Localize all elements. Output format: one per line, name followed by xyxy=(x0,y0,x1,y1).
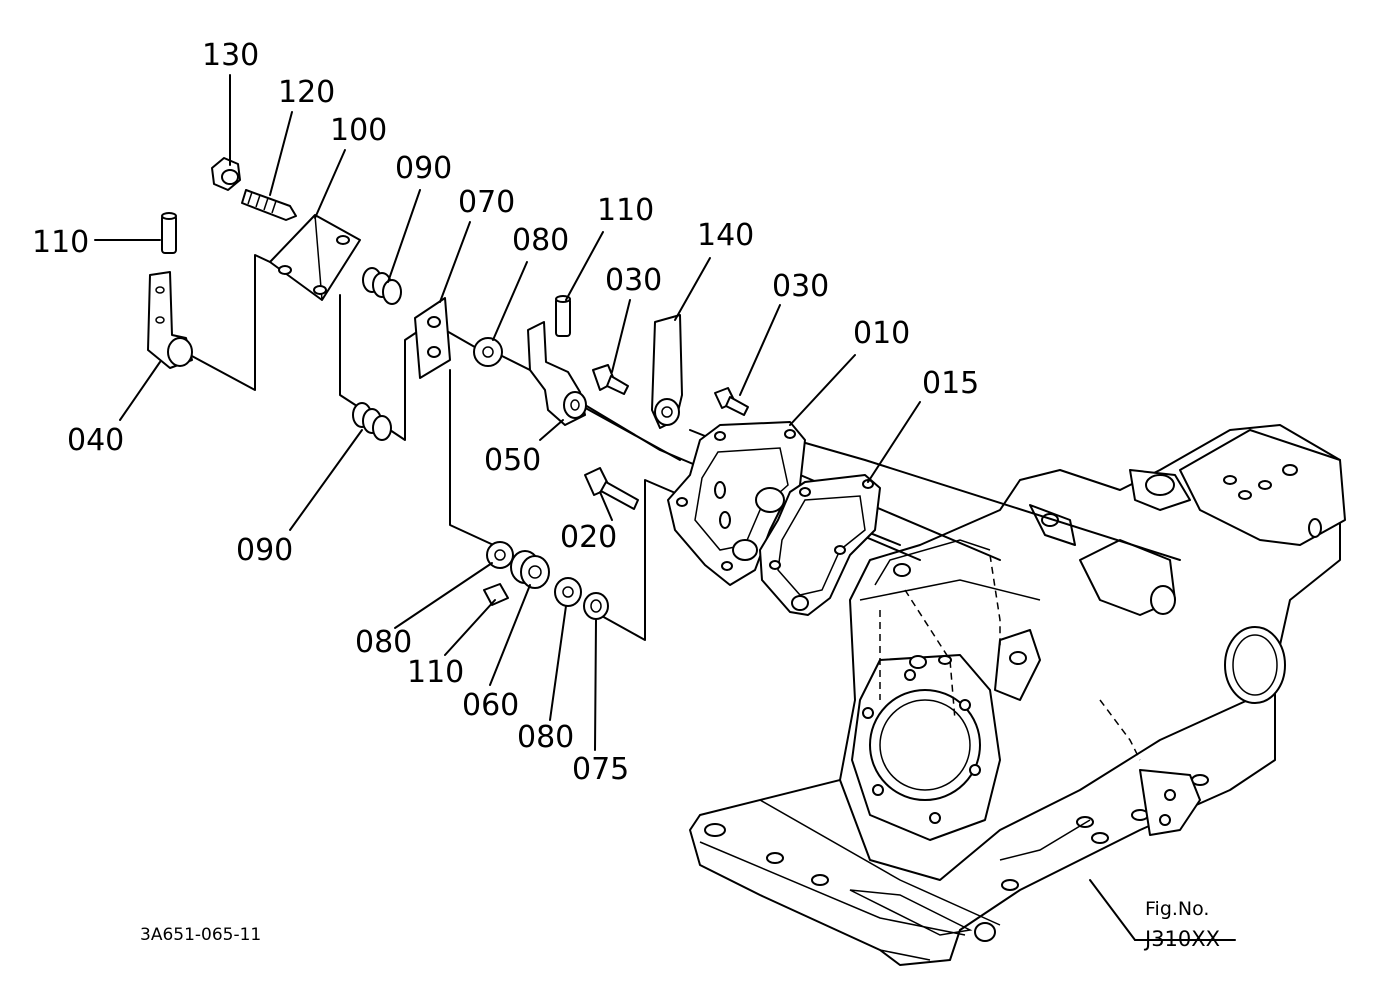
callout-110-top: 110 xyxy=(597,193,654,228)
callout-110-bottom: 110 xyxy=(407,655,464,690)
callout-040: 040 xyxy=(67,423,124,458)
callout-010: 010 xyxy=(853,316,910,351)
part-110-pin-left xyxy=(161,212,177,254)
part-015-gasket xyxy=(759,474,881,616)
transmission-housing xyxy=(689,424,1346,966)
callout-090-bottom: 090 xyxy=(236,533,293,568)
part-030-bolt-b xyxy=(714,387,749,416)
part-140-plate xyxy=(651,314,683,429)
part-070-plate xyxy=(414,297,451,379)
callout-030-b: 030 xyxy=(772,269,829,304)
callout-130: 130 xyxy=(202,38,259,73)
callout-labels: 130 120 100 090 070 110 140 080 110 030 … xyxy=(32,38,979,787)
drawing-code: 3A651-065-11 xyxy=(140,925,261,945)
part-080-washer-top xyxy=(473,337,503,367)
callout-leaders xyxy=(94,74,1236,941)
callout-015: 015 xyxy=(922,366,979,401)
part-075-ring xyxy=(583,592,609,620)
part-080-washer-bottom xyxy=(554,577,582,607)
part-100-block xyxy=(269,214,361,301)
callout-080-top: 080 xyxy=(512,223,569,258)
callout-060: 060 xyxy=(462,688,519,723)
part-030-bolt-a xyxy=(592,364,629,395)
part-090-spring-bottom xyxy=(352,402,392,441)
part-020-bolt xyxy=(584,467,639,510)
fig-label: Fig.No. xyxy=(1145,898,1209,920)
part-110-pin-top xyxy=(555,295,571,337)
part-050-arm xyxy=(527,321,587,426)
callout-070: 070 xyxy=(458,185,515,220)
callout-120: 120 xyxy=(278,75,335,110)
part-130-nut xyxy=(211,157,241,191)
callout-080-bottom: 080 xyxy=(517,720,574,755)
callout-080-mid: 080 xyxy=(355,625,412,660)
part-120-bolt xyxy=(241,189,297,221)
figure-info: Fig.No. J310XX 3A651-065-11 xyxy=(140,898,1220,951)
callout-140: 140 xyxy=(697,218,754,253)
part-040-lever xyxy=(147,271,193,369)
part-110-pin-bottom xyxy=(483,583,509,606)
callout-110-left: 110 xyxy=(32,225,89,260)
callout-090-top: 090 xyxy=(395,151,452,186)
part-080-washer-mid xyxy=(486,541,514,569)
callout-100: 100 xyxy=(330,113,387,148)
part-060-roller xyxy=(510,550,550,589)
callout-075: 075 xyxy=(572,752,629,787)
callout-050: 050 xyxy=(484,443,541,478)
callout-020: 020 xyxy=(560,520,617,555)
fig-number: J310XX xyxy=(1143,927,1220,951)
part-090-spring-top xyxy=(362,267,402,305)
callout-030-a: 030 xyxy=(605,263,662,298)
